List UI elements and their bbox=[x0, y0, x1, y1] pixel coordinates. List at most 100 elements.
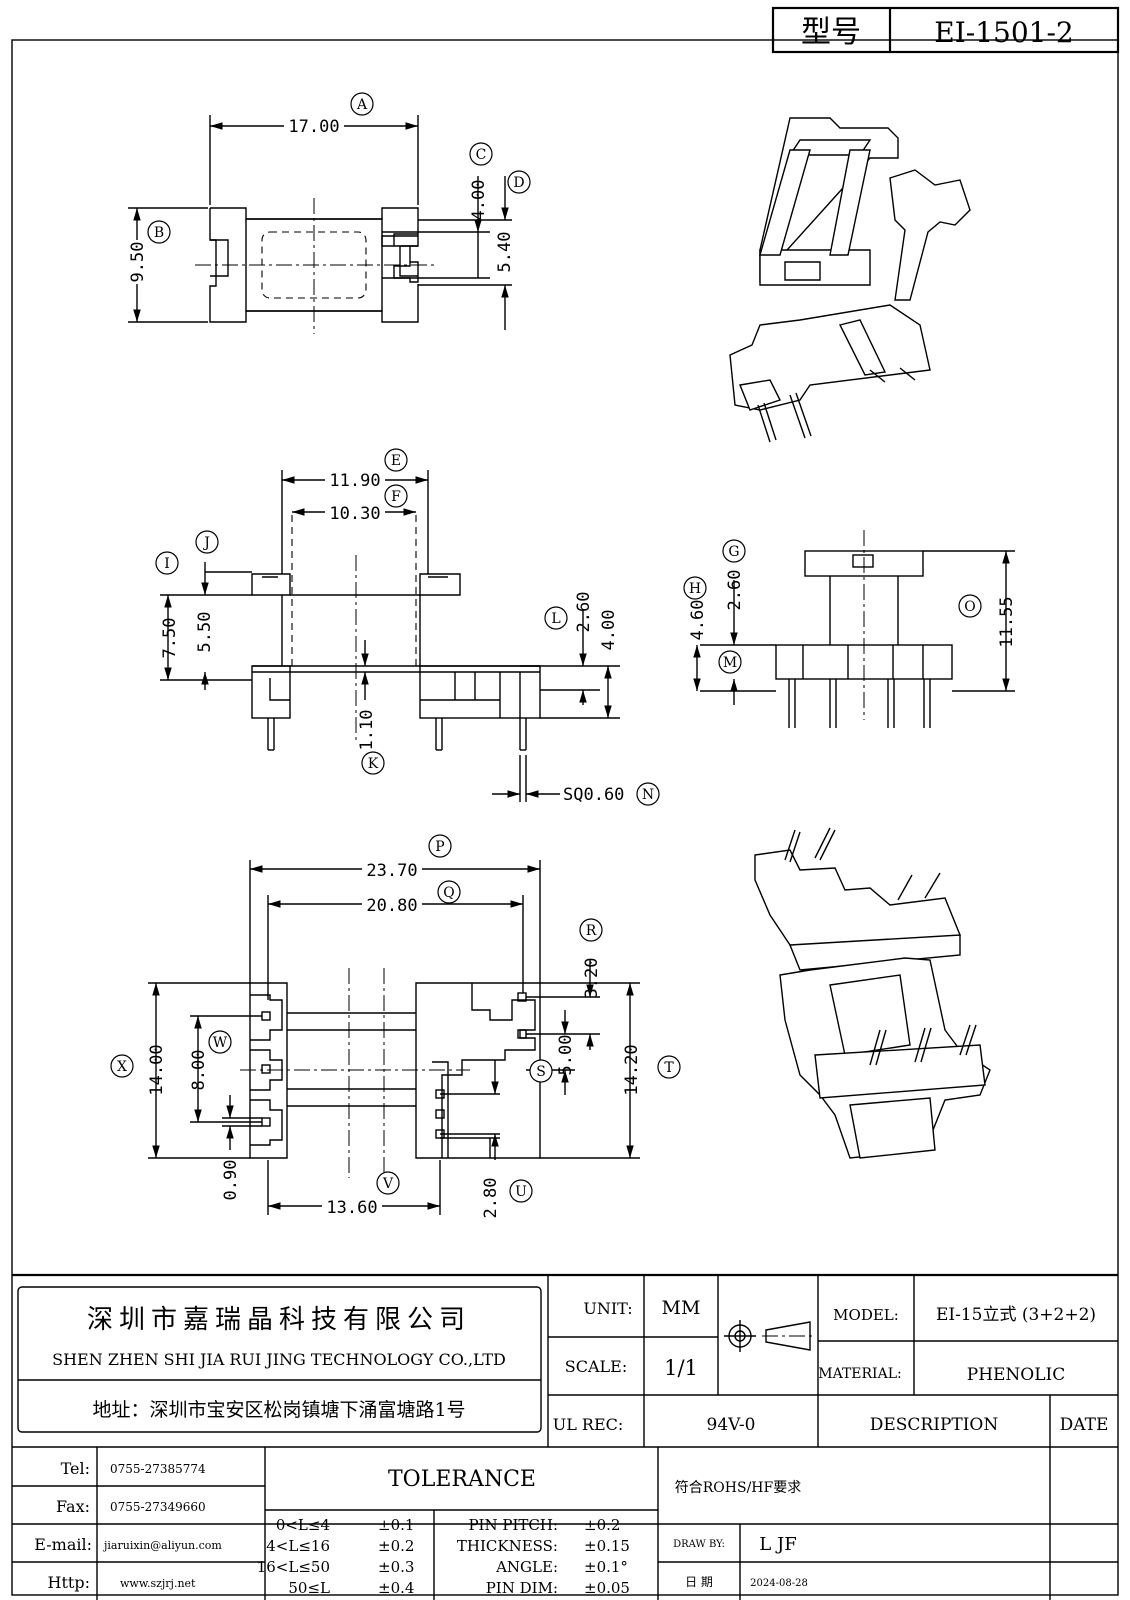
model-header-label: 型号 bbox=[801, 15, 861, 50]
model-header-value: EI-1501-2 bbox=[934, 16, 1074, 49]
svg-text:B: B bbox=[154, 225, 164, 241]
svg-text:H: H bbox=[689, 581, 701, 597]
draw-by-label: DRAW BY: bbox=[673, 1539, 725, 1550]
description-label: DESCRIPTION bbox=[870, 1415, 999, 1435]
callout-n: N bbox=[636, 782, 660, 806]
material-value: PHENOLIC bbox=[967, 1365, 1066, 1385]
tolerance-range-list: 0<L≤4 ±0.1 4<L≤16 ±0.2 16<L≤50 ±0.3 50≤L… bbox=[257, 1516, 415, 1597]
isometric-view-bottom bbox=[754, 827, 991, 1159]
tolerance-title: TOLERANCE bbox=[388, 1467, 536, 1492]
callout-x: X bbox=[110, 1054, 134, 1078]
svg-text:F: F bbox=[391, 489, 401, 505]
svg-text:J: J bbox=[202, 535, 210, 551]
dim-j: 5.50 bbox=[195, 612, 215, 653]
tol-value: ±0.3 bbox=[378, 1558, 414, 1576]
tol-range: 4<L≤16 bbox=[266, 1537, 330, 1555]
callout-f: F bbox=[384, 484, 408, 508]
callout-q: Q bbox=[437, 880, 461, 904]
svg-text:N: N bbox=[642, 787, 654, 803]
tol-item: ANGLE: bbox=[495, 1558, 558, 1576]
tolerance-item-list: PIN PITCH: ±0.2 THICKNESS: ±0.15 ANGLE: … bbox=[457, 1516, 630, 1597]
tel-label: Tel: bbox=[61, 1459, 90, 1478]
scale-label: SCALE: bbox=[565, 1357, 627, 1376]
svg-text:I: I bbox=[164, 556, 170, 572]
callout-w: W bbox=[208, 1030, 232, 1054]
dim-h: 4.60 bbox=[688, 600, 708, 641]
dim-d: 5.40 bbox=[495, 232, 515, 273]
tol-range: 0<L≤4 bbox=[276, 1516, 330, 1534]
title-block: 深圳市嘉瑞晶科技有限公司 SHEN ZHEN SHI JIA RUI JING … bbox=[12, 1273, 1118, 1600]
material-label: MATERIAL: bbox=[818, 1366, 901, 1382]
svg-text:X: X bbox=[117, 1059, 127, 1075]
draw-by-value: L JF bbox=[759, 1534, 796, 1555]
side-view: 11.55 2.60 4.60 bbox=[688, 530, 1017, 728]
callout-a: A bbox=[350, 92, 374, 116]
dim-f: 10.30 bbox=[329, 504, 380, 524]
dim-o: 11.55 bbox=[997, 596, 1017, 647]
dim-u: 2.80 bbox=[481, 1178, 501, 1219]
tol-item: PIN DIM: bbox=[486, 1579, 558, 1597]
svg-text:W: W bbox=[213, 1035, 228, 1051]
dim-s: 5.00 bbox=[556, 1035, 576, 1076]
svg-text:L: L bbox=[551, 611, 560, 627]
tol-item-value: ±0.1° bbox=[584, 1558, 628, 1576]
fax-label: Fax: bbox=[56, 1497, 90, 1516]
callout-v: V bbox=[376, 1171, 400, 1195]
tol-value: ±0.4 bbox=[378, 1579, 414, 1597]
model-label: MODEL: bbox=[833, 1306, 899, 1324]
callout-h: H bbox=[683, 576, 707, 600]
callout-i: I bbox=[155, 551, 179, 575]
dim-l: 2.60 bbox=[574, 592, 594, 633]
dim-l2: 4.00 bbox=[599, 610, 619, 651]
tol-range: 16<L≤50 bbox=[257, 1558, 330, 1576]
svg-text:O: O bbox=[964, 599, 975, 615]
callout-u: U bbox=[509, 1179, 533, 1203]
unit-value: MM bbox=[662, 1297, 701, 1319]
callout-r: R bbox=[579, 918, 603, 942]
callout-b: B bbox=[147, 220, 171, 244]
unit-label: UNIT: bbox=[583, 1299, 632, 1318]
tol-item: THICKNESS: bbox=[457, 1537, 558, 1555]
dim-e: 11.90 bbox=[329, 471, 380, 491]
svg-text:G: G bbox=[728, 544, 739, 560]
svg-text:V: V bbox=[382, 1176, 394, 1192]
svg-text:E: E bbox=[391, 453, 401, 469]
dim-r: 3.20 bbox=[582, 958, 602, 999]
company-name-en: SHEN ZHEN SHI JIA RUI JING TECHNOLOGY CO… bbox=[52, 1350, 506, 1369]
tol-item-value: ±0.15 bbox=[584, 1537, 630, 1555]
company-address: 地址：深圳市宝安区松岗镇塘下涌富塘路1号 bbox=[92, 1399, 465, 1421]
dim-t: 14.20 bbox=[622, 1044, 642, 1095]
callout-c: C bbox=[469, 142, 493, 166]
tol-range: 50≤L bbox=[288, 1579, 330, 1597]
company-name-cn: 深圳市嘉瑞晶科技有限公司 bbox=[87, 1305, 471, 1335]
svg-text:U: U bbox=[515, 1184, 527, 1200]
svg-text:M: M bbox=[723, 655, 737, 671]
callout-j: J bbox=[195, 530, 219, 554]
dim-a: 17.00 bbox=[288, 117, 339, 137]
tol-value: ±0.1 bbox=[378, 1516, 414, 1534]
ul-rec-label: UL REC: bbox=[553, 1415, 624, 1434]
svg-text:T: T bbox=[664, 1060, 674, 1076]
sheet-border bbox=[11, 39, 1119, 1596]
svg-text:A: A bbox=[356, 97, 368, 113]
callout-m: M bbox=[718, 650, 742, 674]
callout-l: L bbox=[544, 606, 568, 630]
callout-o: O bbox=[958, 594, 982, 618]
tol-value: ±0.2 bbox=[378, 1537, 414, 1555]
model-value: EI-15立式 (3+2+2) bbox=[936, 1305, 1096, 1325]
dim-n: SQ0.60 bbox=[563, 785, 624, 805]
dim-c: 4.00 bbox=[469, 180, 489, 221]
callout-g: G bbox=[722, 539, 746, 563]
callout-d: D bbox=[507, 170, 531, 194]
svg-text:P: P bbox=[435, 839, 444, 855]
svg-text:K: K bbox=[368, 756, 379, 772]
date-cn-label: 日 期 bbox=[685, 1575, 713, 1589]
dim-k: 1.10 bbox=[357, 710, 377, 751]
fax-value: 0755-27349660 bbox=[110, 1500, 206, 1514]
tel-value: 0755-27385774 bbox=[110, 1462, 206, 1476]
dim-w: 8.00 bbox=[189, 1050, 209, 1091]
dim-x: 14.00 bbox=[147, 1044, 167, 1095]
email-label: E-mail: bbox=[34, 1535, 92, 1554]
http-value: www.szjrj.net bbox=[120, 1577, 196, 1590]
tol-item-value: ±0.2 bbox=[584, 1516, 620, 1534]
